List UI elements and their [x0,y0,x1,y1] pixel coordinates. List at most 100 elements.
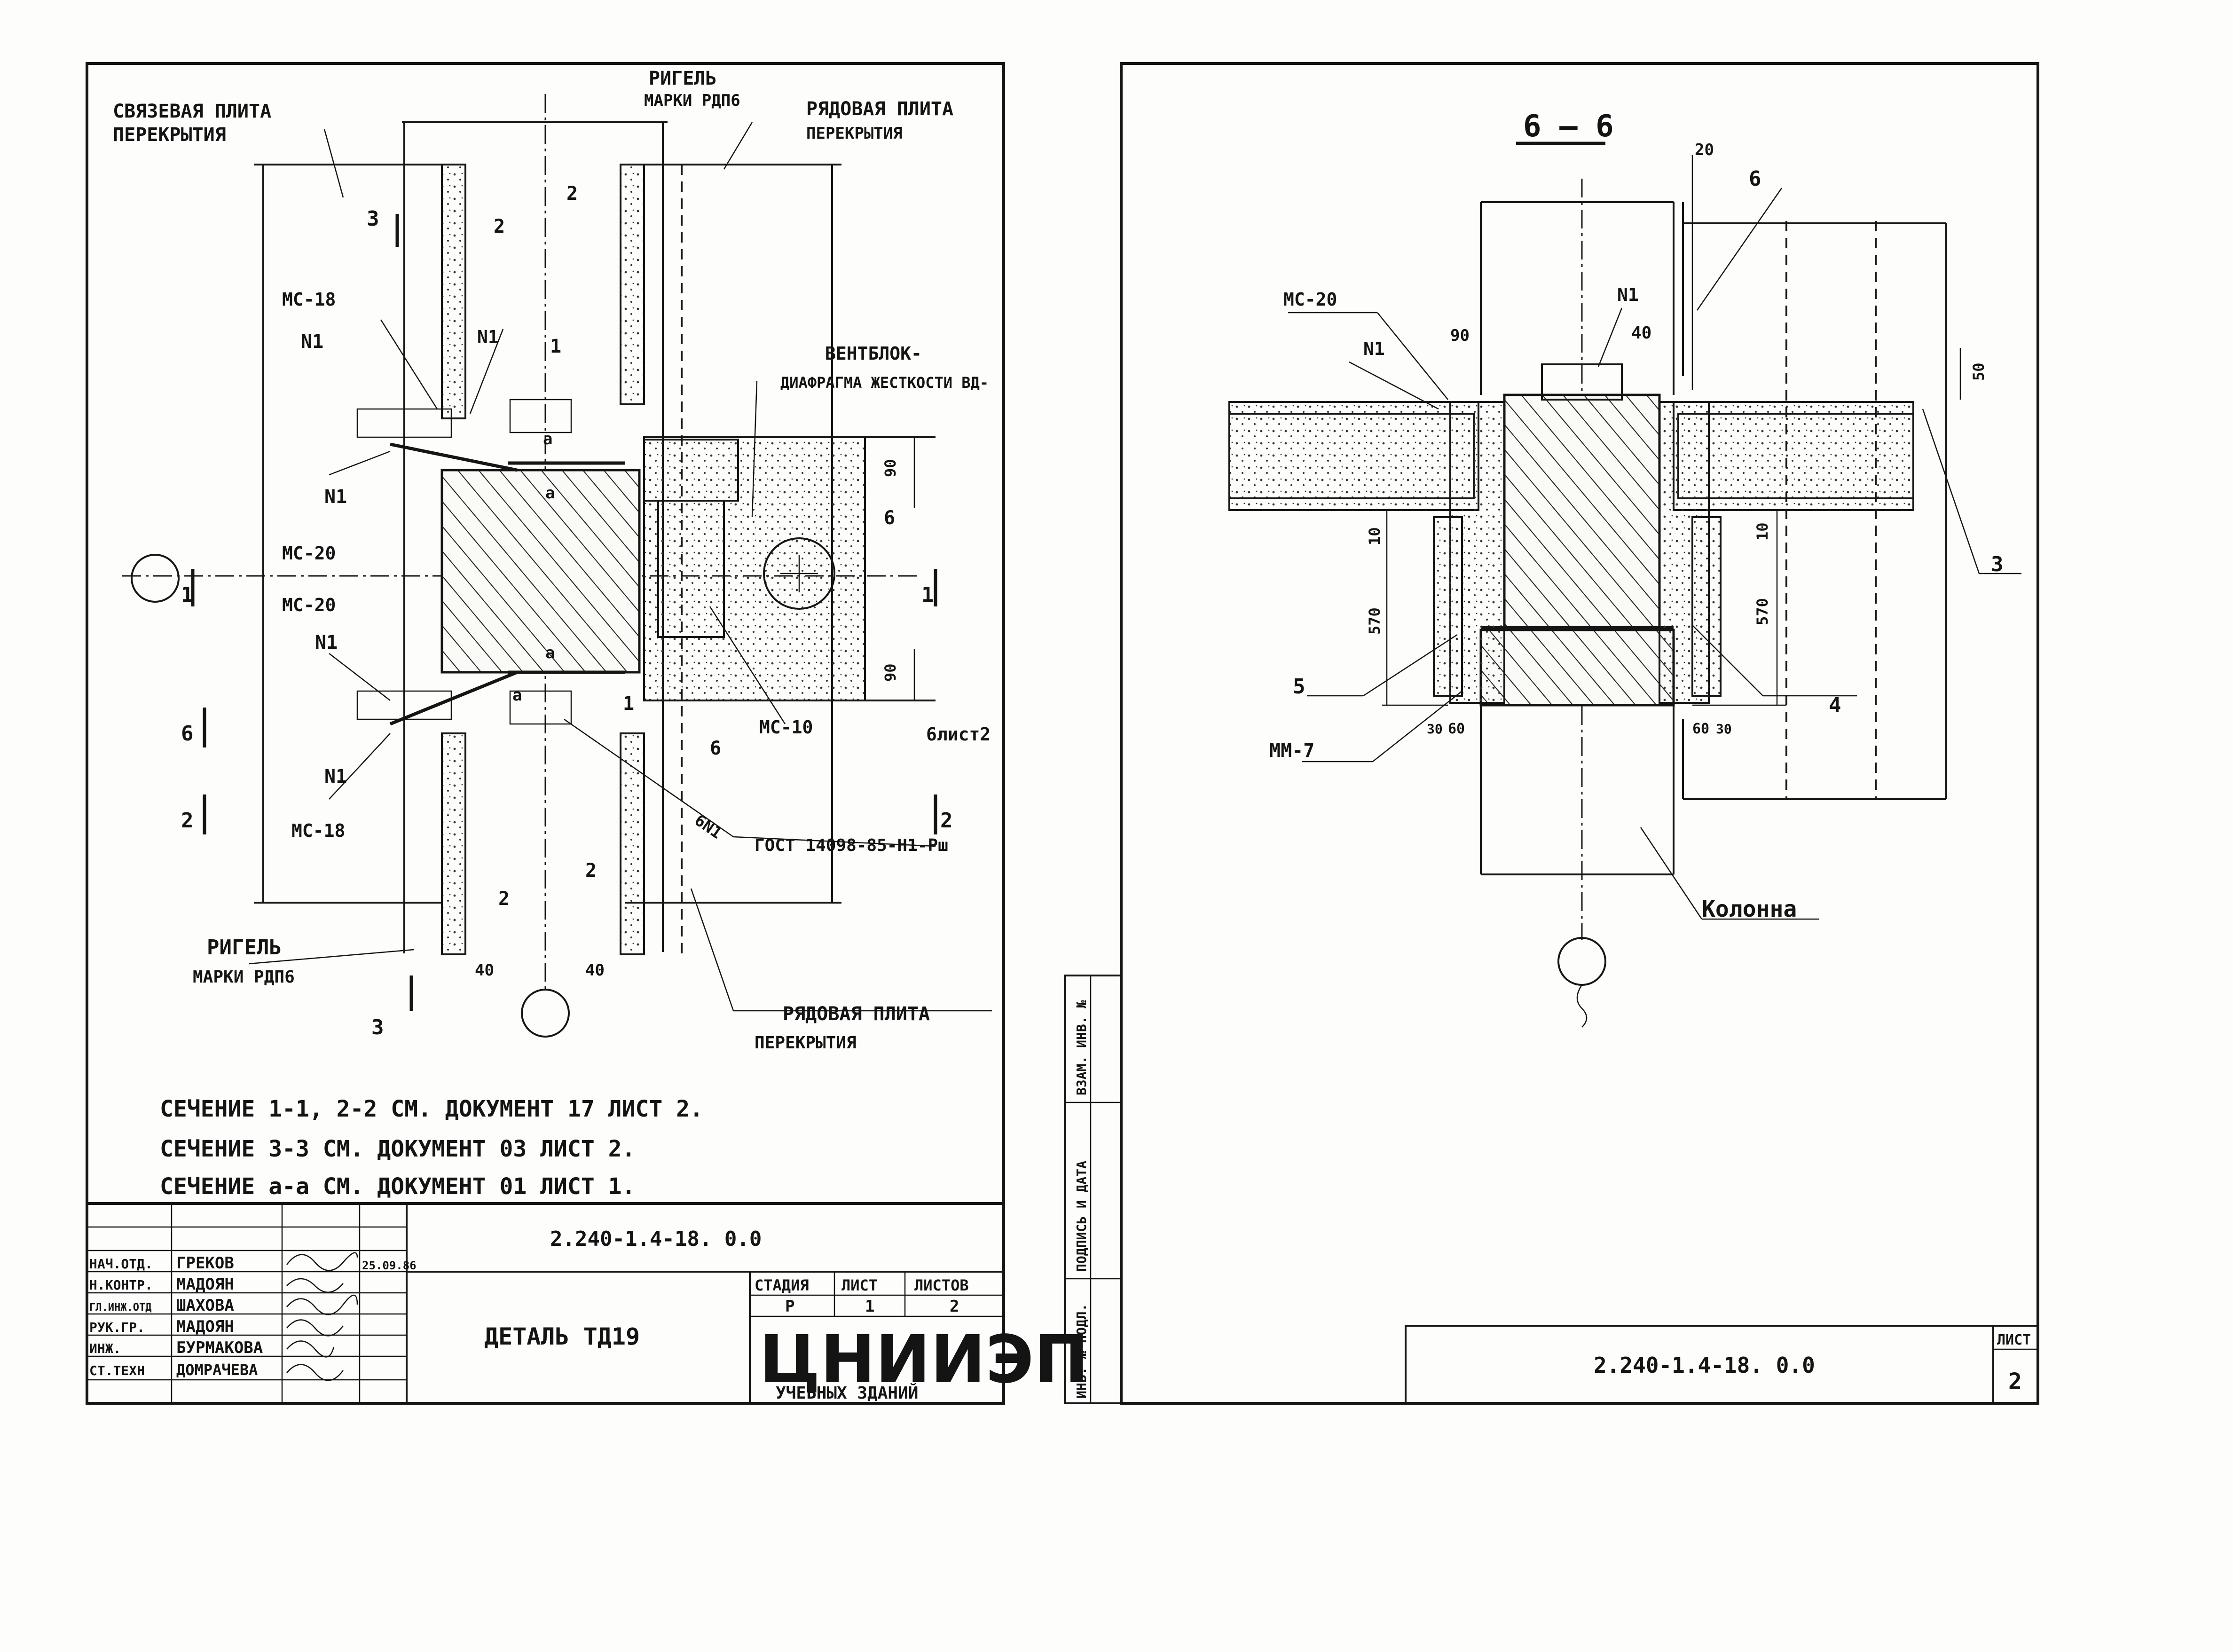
label-a2: а [545,484,555,503]
label-n1-e: N1 [324,766,347,787]
tb2-code: 2.240-1.4-18. 0.0 [1594,1353,1815,1378]
label-pos1b: 1 [623,693,634,715]
axis-squiggle [1576,984,1588,1028]
label-mc20-b: МС-20 [282,595,336,615]
label-sec6-sheet: 6лист2 [926,724,991,745]
label-d90b: 90 [881,663,899,682]
column-section [440,469,641,674]
label-p4: 4 [1829,693,1841,717]
tb1-stage: Р [785,1297,794,1316]
title-block-2: 2.240-1.4-18. 0.0 ЛИСТ 2 [1405,1325,2039,1404]
signature-domracheva [286,1364,344,1381]
label-mc18-a: МС-18 [282,289,336,310]
tb1-role-1: Н.КОНТР. [89,1277,153,1293]
dim-10a: 10 [1366,527,1384,545]
label-n1-left: N1 [1363,338,1385,359]
tb2-sheet-hdr: ЛИСТ [1997,1332,2031,1348]
label-pos2a: 2 [494,216,505,237]
signature-burmakova [286,1340,335,1358]
tb1-name-2: ШАХОВА [176,1296,234,1315]
dim-40: 40 [1631,323,1651,343]
label-d40a: 40 [475,961,494,980]
plate-n1 [1541,363,1623,401]
label-sec3-top: 3 [367,207,379,231]
sheet-2-frame [1120,62,2039,1405]
dim-50: 50 [1970,362,1988,381]
dim-10b: 10 [1753,522,1771,541]
tb1-role-4: ИНЖ. [89,1341,121,1356]
dim-30b: 30 [1716,721,1732,737]
tb1-name-3: МАДОЯН [176,1317,234,1336]
label-n1-b: N1 [477,327,499,347]
dim-60b: 60 [1692,721,1709,737]
label-mc18-b: МС-18 [291,820,345,841]
label-ryadovaya-bot-2: ПЕРЕКРЫТИЯ [755,1033,857,1053]
label-gost: ГОСТ 14098-85-Н1-Рш [755,836,948,855]
tb1-sheet: 1 [865,1297,874,1316]
label-n1-d: N1 [315,632,338,653]
sheet-1: СВЯЗЕВАЯ ПЛИТА ПЕРЕКРЫТИЯ РИГЕЛЬ МАРКИ Р… [86,62,1089,1405]
tb1-name-1: МАДОЯН [176,1275,234,1294]
signature-madoyan [286,1278,344,1293]
dim-60a: 60 [1448,721,1465,737]
label-sec3-bot: 3 [371,1015,384,1039]
label-n1-top: N1 [1617,284,1639,305]
tb1-sheets-hdr: ЛИСТОВ [914,1276,969,1294]
dim-570a: 570 [1366,607,1384,635]
label-pos6b: 6 [710,738,721,759]
slab-right [1673,401,1914,511]
tb1-role-5: СТ.ТЕХН [89,1363,145,1378]
label-a4: а [512,686,522,705]
tb1-org: ЦНИИЭП [759,1322,1089,1398]
tb1-org-sub: УЧЕБНЫХ ЗДАНИЙ [776,1383,918,1403]
label-6n1: 6N1 [691,811,725,843]
label-kolonna: Колонна [1702,896,1797,922]
note-2: СЕЧЕНИЕ 3-3 СМ. ДОКУМЕНТ 03 ЛИСТ 2. [160,1136,635,1162]
sheet-2: ИНВ. № ПОДЛ. ПОДПИСЬ И ДАТА ВЗАМ. ИНВ. №… [1064,62,2039,1405]
tb1-role-3: РУК.ГР. [89,1320,145,1335]
label-svyazevaya-1: СВЯЗЕВАЯ ПЛИТА [113,101,271,122]
axis-bubble-6 [1557,937,1606,986]
dim-570b: 570 [1753,598,1771,625]
label-pos6a: 6 [884,507,895,529]
side-stamp-1: ПОДПИСЬ И ДАТА [1074,1161,1089,1272]
signature-madoyan-2 [286,1319,344,1337]
axis-bubble-bottom [521,989,570,1038]
tb1-stage-hdr: СТАДИЯ [755,1276,809,1294]
signature-shakhova [286,1294,358,1315]
label-n1-c: N1 [324,486,347,508]
rigel-section [1503,393,1661,631]
label-ventblok-1: ВЕНТБЛОК- [825,343,922,364]
note-1: СЕЧЕНИЕ 1-1, 2-2 СМ. ДОКУМЕНТ 17 ЛИСТ 2. [160,1096,703,1122]
dim-30a: 30 [1427,721,1443,737]
label-p3: 3 [1991,552,2004,576]
slab-left [1228,401,1479,511]
label-rigel-bot-1: РИГЕЛЬ [207,936,282,960]
label-p6: 6 [1749,167,1761,191]
label-sec2-left: 2 [181,809,194,833]
label-pos2d: 2 [498,888,510,910]
label-ryadovaya-top-2: ПЕРЕКРЫТИЯ [806,124,903,143]
label-mc20-a: МС-20 [282,543,336,564]
label-ryadovaya-bot-1: РЯДОВАЯ ПЛИТА [783,1003,930,1025]
side-stamp-0: ИНВ. № ПОДЛ. [1074,1304,1089,1399]
label-rigel-top-1: РИГЕЛЬ [649,68,717,89]
section-title-6-6: 6 – 6 [1523,109,1614,144]
note-3: СЕЧЕНИЕ а-а СМ. ДОКУМЕНТ 01 ЛИСТ 1. [160,1173,635,1200]
tb1-code: 2.240-1.4-18. 0.0 [550,1227,762,1251]
label-a3: а [545,644,555,662]
tb1-date: 25.09.86 [362,1259,417,1272]
side-stamp [1064,975,1122,1404]
tb1-name-4: БУРМАКОВА [176,1338,263,1357]
tb1-sheet-hdr: ЛИСТ [841,1276,878,1294]
label-pos1: 1 [550,336,561,357]
label-sec1-right: 1 [921,583,934,607]
side-stamp-2: ВЗАМ. ИНВ. № [1074,1000,1089,1095]
tb1-name-0: ГРЕКОВ [176,1254,234,1273]
label-svyazevaya-2: ПЕРЕКРЫТИЯ [113,124,226,146]
label-d90a: 90 [881,459,899,477]
label-sec6: 6 [181,722,194,746]
label-mm7: ММ-7 [1269,740,1314,762]
sheet-1-frame [86,62,1005,1405]
